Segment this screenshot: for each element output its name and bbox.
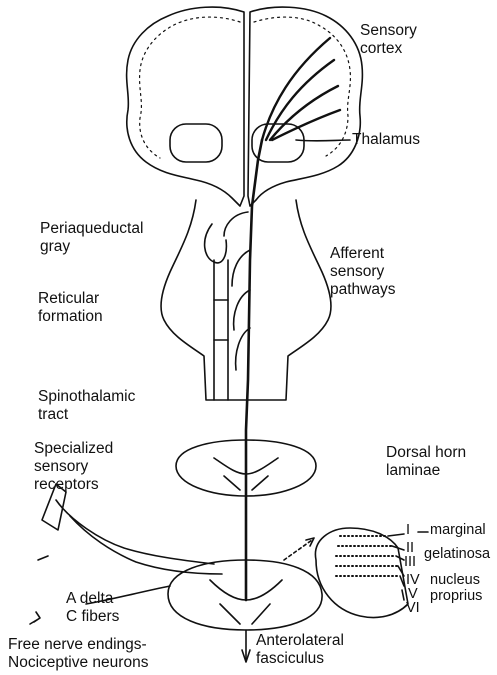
label-anterolateral-fasciculus: Anterolateral fasciculus bbox=[256, 632, 344, 668]
label-dorsal-horn-laminae: Dorsal horn laminae bbox=[386, 444, 466, 480]
label-free-nerve-endings: Free nerve endings- Nociceptive neurons bbox=[8, 636, 148, 672]
label-fibers: A delta C fibers bbox=[66, 590, 119, 626]
label-lamina-i: I bbox=[406, 522, 410, 538]
cortex-border bbox=[140, 17, 240, 158]
label-marginal: marginal bbox=[430, 522, 486, 538]
label-nucleus-proprius: nucleus proprius bbox=[430, 572, 482, 604]
reticular-column bbox=[214, 300, 228, 340]
label-spinothalamic-tract: Spinothalamic tract bbox=[38, 388, 135, 424]
thalamus-pointer bbox=[296, 140, 350, 141]
cortical-fiber bbox=[266, 60, 334, 140]
label-gelatinosa: gelatinosa bbox=[424, 546, 490, 562]
fiber-arrow bbox=[30, 612, 40, 624]
pathway-branch bbox=[234, 290, 250, 330]
dorsal-horn-outline bbox=[315, 528, 408, 618]
label-periaqueductal-gray: Periaqueductal gray bbox=[40, 220, 143, 256]
aqueduct bbox=[205, 224, 227, 263]
thalamus-left bbox=[170, 124, 222, 162]
label-sensory-cortex: Sensory cortex bbox=[360, 22, 417, 58]
label-reticular-formation: Reticular formation bbox=[38, 290, 103, 326]
pathway-branch bbox=[224, 212, 248, 236]
pathway-branch bbox=[232, 250, 250, 286]
label-specialized-receptors: Specialized sensory receptors bbox=[34, 440, 113, 494]
spinothalamic-tract-line[interactable] bbox=[246, 140, 262, 600]
fiber-arrow bbox=[38, 556, 48, 560]
left-hemisphere bbox=[127, 7, 244, 206]
label-lamina-vi: VI bbox=[406, 600, 420, 616]
label-afferent-pathways: Afferent sensory pathways bbox=[330, 245, 395, 299]
reticular-column bbox=[214, 260, 228, 400]
label-thalamus: Thalamus bbox=[352, 131, 420, 149]
label-lamina-iii: III bbox=[404, 554, 416, 570]
laminae-bands bbox=[336, 536, 400, 576]
peripheral-fiber bbox=[56, 500, 214, 564]
enlargement-arrow bbox=[284, 540, 312, 560]
brainstem bbox=[161, 200, 331, 400]
